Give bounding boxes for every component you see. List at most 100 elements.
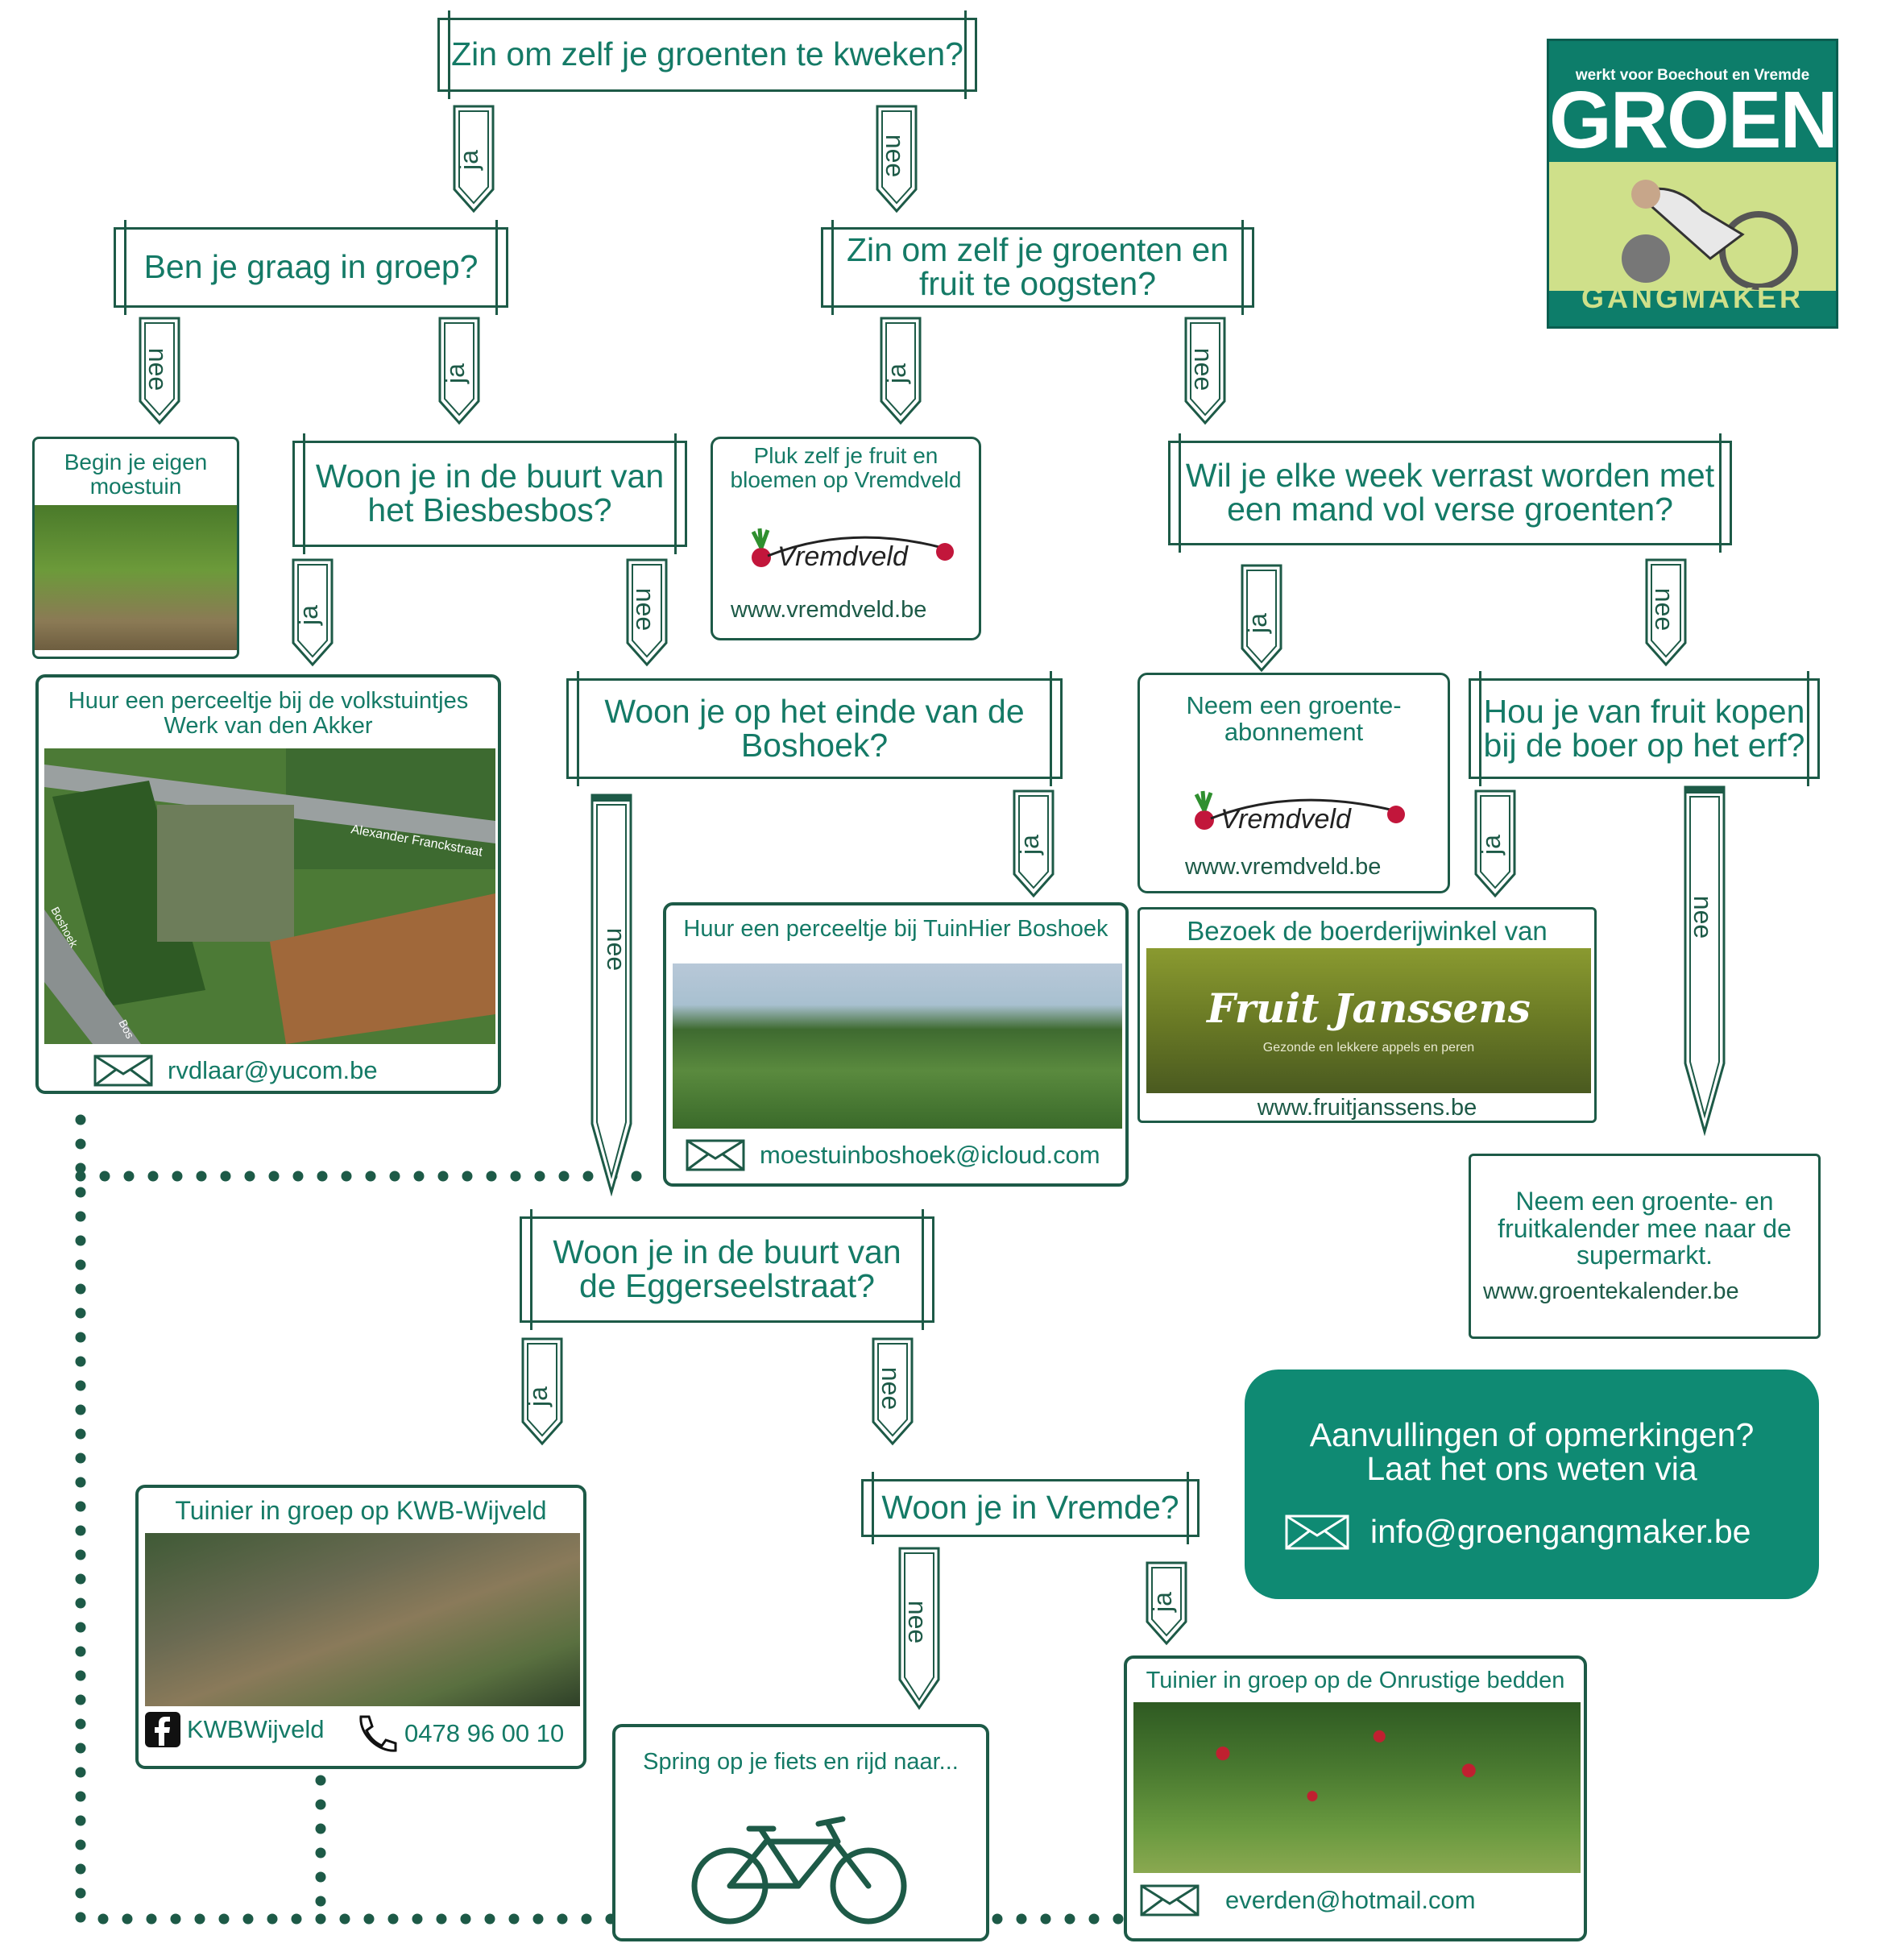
- logo-subtitle: GANGMAKER: [1581, 281, 1804, 314]
- answer-volkstuintjes: Huur een perceeltje bij de volkstuintjes…: [35, 674, 501, 1094]
- question-biesbesbos: Woon je in de buurt van het Biesbesbos?: [292, 433, 687, 554]
- label-nee-3: nee: [1189, 347, 1219, 392]
- cyclist-illustration: [1549, 162, 1836, 291]
- feedback-line2: Laat het ons weten via: [1366, 1450, 1697, 1487]
- question-fruit-erf: Hou je van fruit kopen bij de boer op he…: [1469, 671, 1820, 786]
- arrow-nee-4: [626, 558, 668, 667]
- bicycle-icon: [691, 1816, 907, 1925]
- label-ja-3: ja: [881, 363, 911, 383]
- question-vremde: Woon je in Vremde?: [861, 1472, 1200, 1544]
- feedback-line1: Aanvullingen of opmerkingen?: [1309, 1416, 1755, 1453]
- orchard-photo: Fruit Janssens Gezonde en lekkere appels…: [1146, 948, 1591, 1093]
- email-contact[interactable]: rvdlaar@yucom.be: [93, 1055, 378, 1087]
- email-address[interactable]: everden@hotmail.com: [1225, 1886, 1476, 1914]
- answer-caption: Neem een groente- en fruitkalender mee n…: [1498, 1187, 1792, 1270]
- arrow-ja-7: [1474, 789, 1516, 898]
- answer-caption: Begin je eigen moestuin: [64, 450, 208, 499]
- logo-tagline: werkt voor Boechout en Vremde: [1575, 67, 1810, 84]
- website-link[interactable]: www.fruitjanssens.be: [1257, 1095, 1477, 1121]
- vremdveld-logo: Vremdveld: [1194, 790, 1405, 835]
- answer-caption: Tuinier in groep op de Onrustige bedden: [1146, 1668, 1565, 1693]
- fruit-janssens-brand: Fruit Janssens: [1207, 984, 1531, 1032]
- arrow-nee-1: [876, 105, 918, 213]
- website-link[interactable]: www.vremdveld.be: [731, 597, 927, 623]
- email-address[interactable]: moestuinboshoek@icloud.com: [760, 1141, 1100, 1169]
- phone-icon: [359, 1715, 397, 1752]
- svg-text:Vremdveld: Vremdveld: [1220, 804, 1352, 835]
- answer-boerderijwinkel: Bezoek de boerderijwinkel van Fruit Jans…: [1137, 907, 1597, 1123]
- arrow-nee-2: [139, 317, 180, 425]
- email-address[interactable]: rvdlaar@yucom.be: [168, 1056, 378, 1084]
- question-boshoek: Woon je op het einde van de Boshoek?: [566, 671, 1063, 786]
- arrow-ja-6: [1013, 789, 1055, 898]
- feedback-panel: Aanvullingen of opmerkingen? Laat het on…: [1245, 1370, 1819, 1599]
- answer-groente-abonnement: Neem een groente-abonnement Vremdveld ww…: [1137, 673, 1450, 893]
- label-nee-7: nee: [1688, 895, 1718, 939]
- garden-photo: [35, 505, 237, 650]
- feedback-email-contact[interactable]: info@groengangmaker.be: [1285, 1513, 1751, 1551]
- facebook-icon: [145, 1712, 180, 1747]
- answer-onrustige-bedden: Tuinier in groep op de Onrustige bedden …: [1124, 1655, 1587, 1941]
- groen-gangmaker-logo: werkt voor Boechout en Vremde GROEN GANG…: [1547, 39, 1838, 329]
- answer-caption: Tuinier in groep op KWB-Wijveld: [175, 1496, 547, 1525]
- answer-caption: Bezoek de boerderijwinkel van: [1187, 916, 1548, 946]
- answer-caption: Huur een perceeltje bij TuinHier Boshoek: [683, 916, 1108, 942]
- feedback-email[interactable]: info@groengangmaker.be: [1370, 1513, 1751, 1550]
- vremdveld-logo: Vremdveld: [751, 528, 954, 572]
- flower-bed-photo: [1133, 1702, 1581, 1873]
- answer-caption: Neem een groente-abonnement: [1186, 691, 1402, 746]
- label-ja-1: ja: [454, 150, 483, 170]
- label-nee-6: nee: [602, 927, 632, 972]
- email-contact[interactable]: everden@hotmail.com: [1140, 1884, 1476, 1916]
- label-ja-4: ja: [293, 605, 323, 625]
- label-nee-1: nee: [880, 134, 910, 178]
- answer-tuinhier-boshoek: Huur een perceeltje bij TuinHier Boshoek…: [663, 902, 1129, 1187]
- label-nee-8: nee: [876, 1366, 906, 1411]
- facebook-contact[interactable]: KWBWijveld: [143, 1710, 325, 1749]
- website-link[interactable]: www.groentekalender.be: [1483, 1278, 1739, 1304]
- label-ja-5: ja: [1242, 613, 1272, 633]
- arrow-nee-9: [898, 1547, 940, 1710]
- answer-caption: Spring op je fiets en rijd naar...: [643, 1749, 959, 1775]
- arrow-nee-8: [872, 1337, 914, 1446]
- website-link[interactable]: www.vremdveld.be: [1185, 854, 1382, 880]
- question-eggerseelstraat: Woon je in de buurt van de Eggerseelstra…: [520, 1209, 934, 1330]
- question-kweken: Zin om zelf je groenten te kweken?: [437, 10, 977, 99]
- phone-contact[interactable]: 0478 96 00 10: [354, 1713, 564, 1754]
- arrow-nee-7-long: [1684, 785, 1726, 1136]
- answer-caption: Huur een perceeltje bij de volkstuintjes…: [68, 688, 469, 739]
- question-oogsten: Zin om zelf je groenten en fruit te oogs…: [821, 220, 1254, 315]
- arrow-ja-8: [521, 1337, 563, 1446]
- answer-eigen-moestuin: Begin je eigen moestuin: [32, 437, 239, 659]
- arrow-ja-1: [453, 105, 495, 213]
- fruit-janssens-tagline: Gezonde en lekkere appels en peren: [1262, 1041, 1475, 1055]
- arrow-ja-5: [1241, 564, 1282, 673]
- facebook-name[interactable]: KWBWijveld: [187, 1715, 325, 1743]
- label-nee-4: nee: [631, 587, 661, 632]
- answer-kwb-wijveld: Tuinier in groep op KWB-Wijveld KWBWijve…: [135, 1485, 586, 1769]
- arrow-nee-6-long: [590, 794, 632, 1196]
- arrow-nee-5: [1645, 558, 1687, 667]
- mail-icon: [686, 1139, 745, 1171]
- svg-text:Vremdveld: Vremdveld: [777, 541, 909, 572]
- label-ja-6: ja: [1014, 835, 1044, 855]
- arrow-nee-3: [1184, 317, 1226, 425]
- arrow-ja-3: [880, 317, 922, 425]
- question-verrast: Wil je elke week verrast worden met een …: [1168, 433, 1732, 553]
- phone-number[interactable]: 0478 96 00 10: [404, 1719, 565, 1747]
- email-contact[interactable]: moestuinboshoek@icloud.com: [686, 1139, 1100, 1171]
- allotment-photo: [673, 963, 1122, 1129]
- arrow-ja-2: [438, 317, 480, 425]
- label-nee-2: nee: [143, 347, 173, 392]
- label-ja-9: ja: [1147, 1592, 1177, 1612]
- logo-title: GROEN: [1549, 75, 1837, 165]
- label-ja-7: ja: [1476, 835, 1506, 855]
- answer-fiets: Spring op je fiets en rijd naar...: [612, 1724, 989, 1941]
- mail-icon: [1285, 1515, 1349, 1549]
- mail-icon: [1140, 1884, 1200, 1916]
- label-nee-9: nee: [903, 1600, 933, 1644]
- arrow-ja-4: [292, 558, 334, 667]
- arrow-ja-9: [1146, 1561, 1187, 1646]
- aerial-map-photo: Alexander Franckstraat Boshoek Bos: [44, 748, 495, 1044]
